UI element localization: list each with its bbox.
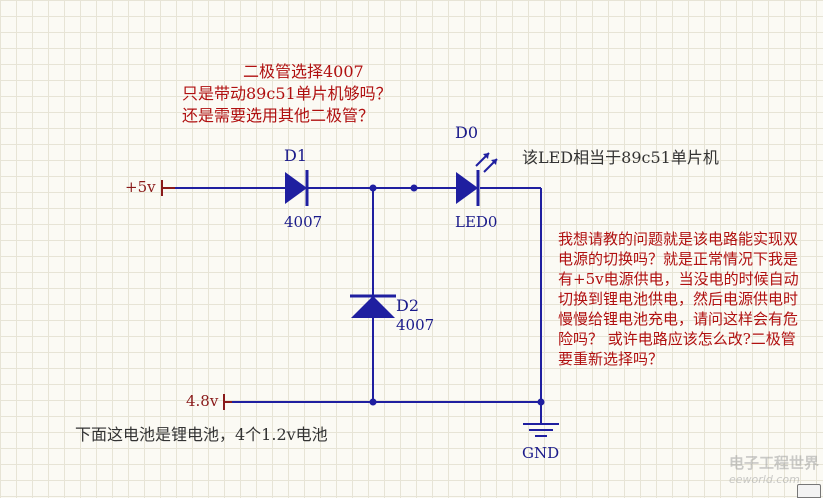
watermark-url: eeworld.com bbox=[728, 473, 800, 486]
d1-ref-label: D1 bbox=[284, 146, 308, 165]
junction-dot bbox=[410, 184, 418, 192]
question-line: 只是带动89c51单片机够吗？ bbox=[182, 84, 392, 103]
port-battery-label: 4.8v bbox=[186, 392, 219, 410]
led-d0-symbol bbox=[456, 152, 498, 206]
question-line: 二极管选择4007 bbox=[243, 62, 364, 81]
watermark-logo: 电子工程世界 eeworld.com bbox=[729, 452, 819, 486]
question-paragraph-line: 电源的切换吗？就是正常情况下我是 bbox=[558, 250, 799, 268]
diode-d1-symbol bbox=[285, 170, 309, 206]
question-paragraph-line: 我想请教的问题就是该电路能实现双 bbox=[558, 230, 799, 248]
port-5v-label: +5v bbox=[125, 178, 156, 196]
diode-d2-symbol bbox=[350, 294, 396, 318]
question-paragraph-line: 要重新选择吗？ bbox=[558, 350, 664, 368]
question-paragraph-line: 慢慢给锂电池充电，请问这样会有危 bbox=[558, 310, 799, 328]
question-paragraph-line: 险吗？ 或许电路应该怎么改?二极管 bbox=[558, 330, 796, 348]
question-line: 还是需要选用其他二极管？ bbox=[182, 106, 375, 125]
gnd-label: GND bbox=[522, 444, 560, 462]
question-paragraph-line: 有+5v电源供电，当没电的时候自动 bbox=[558, 270, 799, 288]
battery-note: 下面这电池是锂电池，4个1.2v电池 bbox=[75, 425, 328, 444]
d1-value-label: 4007 bbox=[284, 213, 323, 231]
ground-symbol bbox=[523, 402, 559, 437]
watermark-text: 电子工程世界 bbox=[728, 454, 819, 472]
d0-value-label: LED0 bbox=[455, 213, 498, 231]
junction-dot bbox=[369, 398, 377, 406]
d0-ref-label: D0 bbox=[455, 123, 479, 142]
led-note: 该LED相当于89c51单片机 bbox=[522, 148, 719, 167]
d2-value-label: 4007 bbox=[396, 316, 435, 334]
question-paragraph-line: 切换到锂电池供电，然后电源供电时 bbox=[558, 290, 799, 308]
junction-dot bbox=[369, 184, 377, 192]
d2-ref-label: D2 bbox=[396, 296, 420, 315]
